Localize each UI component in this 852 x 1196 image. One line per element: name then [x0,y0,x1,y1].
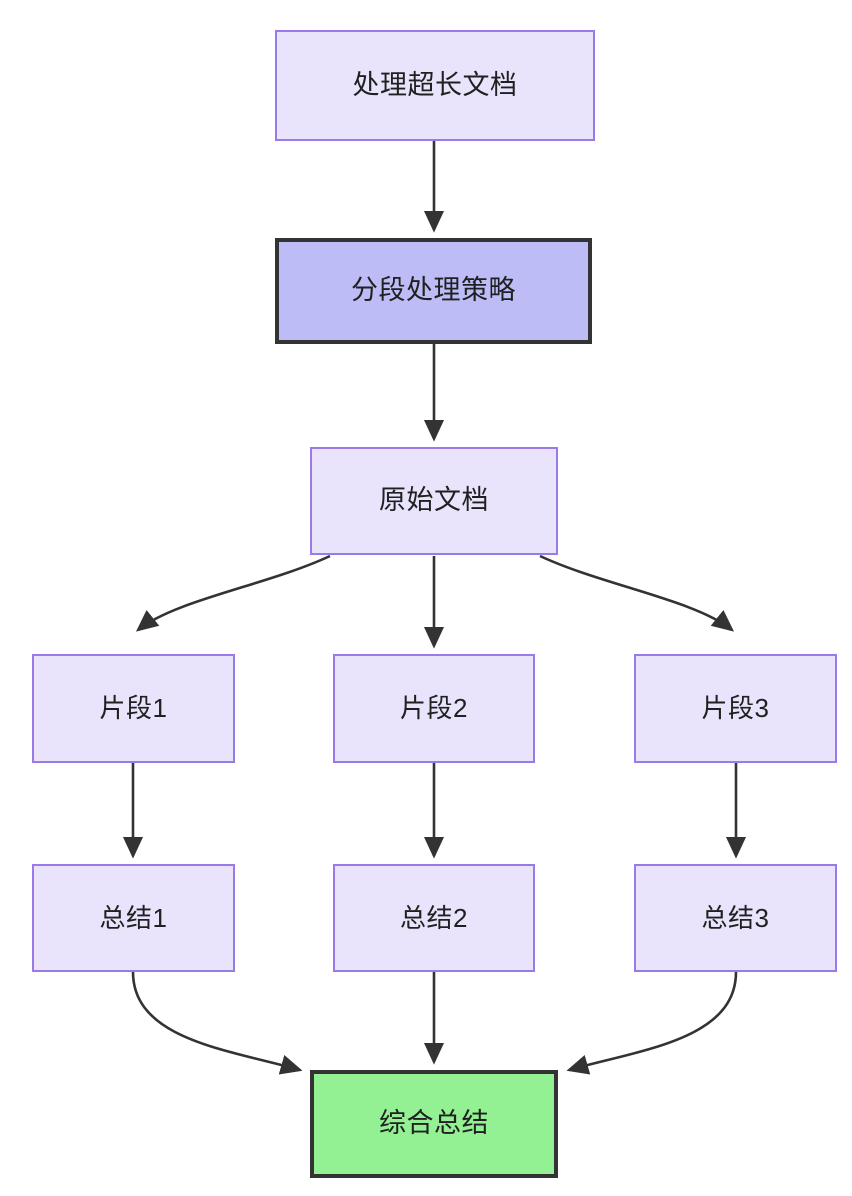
node-chunk-3[interactable]: 片段3 [634,654,837,763]
node-original-document[interactable]: 原始文档 [310,447,558,555]
node-chunking-strategy[interactable]: 分段处理策略 [275,238,592,344]
node-combined-summary[interactable]: 综合总结 [310,1070,558,1178]
edge-summary3-to-final [566,971,738,1075]
edge-summary1-to-final [131,971,303,1075]
node-process-long-document[interactable]: 处理超长文档 [275,30,595,141]
node-chunk-1[interactable]: 片段1 [32,654,235,763]
node-summary-2[interactable]: 总结2 [333,864,535,972]
edge-original-to-chunk1 [135,554,331,632]
node-summary-3[interactable]: 总结3 [634,864,837,972]
edge-original-to-chunk3 [539,554,735,632]
node-summary-1[interactable]: 总结1 [32,864,235,972]
node-chunk-2[interactable]: 片段2 [333,654,535,763]
